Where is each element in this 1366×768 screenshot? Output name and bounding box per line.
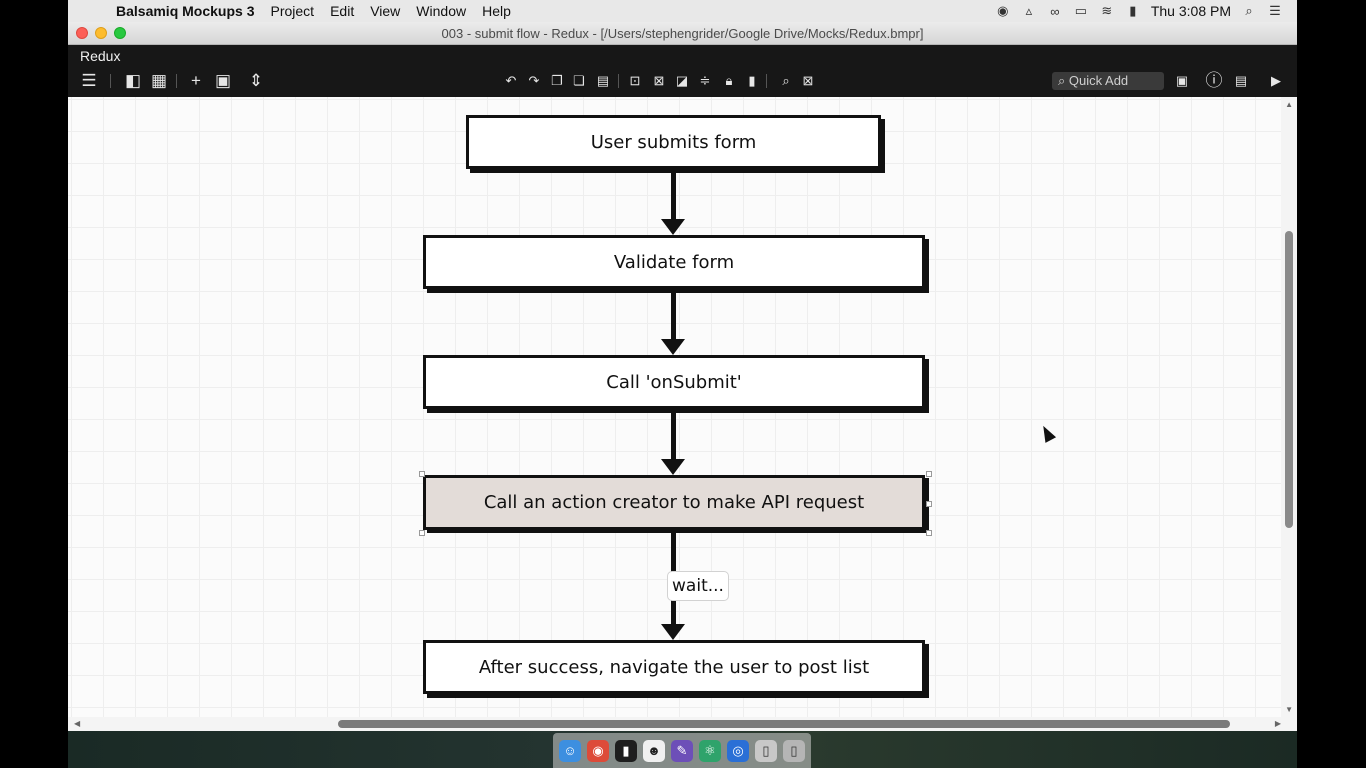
group-icon[interactable]: ⊡ [629,73,641,88]
menu-help[interactable]: Help [482,3,511,19]
flow-step-label: After success, navigate the user to post… [478,656,870,678]
flow-step-1[interactable]: User submits form [466,115,881,169]
wifi-icon[interactable]: ≋ [1101,3,1113,18]
scroll-right-icon[interactable]: ▶ [1274,719,1281,728]
arrow-down-icon [661,219,685,235]
toolbar-divider [176,74,177,88]
battery-icon[interactable]: ▮ [1129,3,1137,18]
grid-view-icon[interactable]: ▦ [150,71,168,90]
flow-step-label: User submits form [590,131,757,153]
window-title: 003 - submit flow - Redux - [/Users/step… [441,25,924,41]
airplay-icon[interactable]: ▭ [1074,3,1087,18]
selection-handle[interactable] [926,471,932,477]
menu-extras: ◉ ▵ ∞ ▭ ≋ ▮ Thu 3:08 PM ⌕ ☰ [995,3,1297,19]
bring-front-icon[interactable]: ◪ [675,73,689,88]
drive-icon[interactable]: ▵ [1025,3,1033,18]
browser-icon[interactable]: ◎ [727,739,749,762]
sort-arrows-icon[interactable]: ⇕ [248,71,264,90]
finder-icon[interactable]: ☺ [559,739,581,762]
wait-label[interactable]: wait... [667,571,729,601]
selection-handle[interactable] [926,530,932,536]
terminal-icon[interactable]: ▮ [615,739,637,762]
menu-clock[interactable]: Thu 3:08 PM [1150,3,1231,19]
mouse-cursor-icon [1037,423,1057,443]
duplicate-icon[interactable]: ▣ [214,71,232,90]
menu-bar: Balsamiq Mockups 3 Project Edit View Win… [68,0,1297,22]
selection-handle[interactable] [419,530,425,536]
search-icon: ⌕ [1058,73,1069,88]
paste-icon[interactable]: ❏ [573,73,585,88]
window-title-bar: 003 - submit flow - Redux - [/Users/step… [68,22,1297,45]
flow-step-label: Call an action creator to make API reque… [483,492,865,513]
flow-arrow-line [671,292,676,342]
mockup-canvas[interactable]: User submits form Validate form Call 'on… [68,97,1297,717]
flow-step-5[interactable]: After success, navigate the user to post… [423,640,925,694]
project-title: Redux [80,48,121,64]
toolbar-divider [766,74,767,88]
clipboard-icon[interactable]: ▯ [755,739,777,762]
flow-step-label: Validate form [613,251,735,273]
panel-toggle-icon[interactable]: ◧ [124,71,142,90]
menu-view[interactable]: View [370,3,401,19]
flow-step-label: Call 'onSubmit' [606,371,742,393]
hamburger-menu-icon[interactable]: ☰ [81,71,97,90]
menu-window[interactable]: Window [416,3,467,19]
clipboard-icon[interactable]: ▤ [596,73,610,88]
record-icon[interactable]: ◉ [997,3,1009,18]
chrome-icon[interactable]: ◉ [587,739,609,762]
vertical-scroll-thumb[interactable] [1285,231,1293,528]
lock-icon[interactable]: 🔒︎ [725,73,733,88]
scroll-up-icon[interactable]: ▲ [1285,100,1293,109]
window-close-button[interactable] [76,27,88,39]
flow-arrow-line [671,412,676,462]
delete-icon[interactable]: ▮ [748,73,756,88]
pen-icon[interactable]: ✎ [671,739,693,762]
app-toolbar: Redux ☰ ◧ ▦ + ▣ ⇕ ↶ ↷ ❐ ❏ ▤ ⊡ ⊠ ◪ ≑ 🔒︎ ▮… [68,45,1297,97]
contact-card-icon[interactable]: ▣ [1175,73,1189,88]
selection-handle[interactable] [926,501,932,507]
menu-project[interactable]: Project [270,3,315,19]
flow-step-2[interactable]: Validate form [423,235,925,289]
fit-icon[interactable]: ⊠ [802,73,814,88]
zoom-icon[interactable]: ⌕ [782,73,790,88]
flow-step-3[interactable]: Call 'onSubmit' [423,355,925,409]
undo-icon[interactable]: ↶ [505,73,517,88]
presentation-play-icon[interactable]: ▶ [1271,73,1281,88]
arrow-down-icon [661,624,685,640]
info-icon[interactable]: ⓘ [1205,71,1223,90]
redo-icon[interactable]: ↷ [528,73,540,88]
toolbar-divider [110,74,111,88]
horizontal-scrollbar[interactable]: ◀ ▶ [68,717,1297,731]
dock: ☺ ◉ ▮ ☻ ✎ ⚛ ◎ ▯ ▯ [553,733,811,768]
app-name-menu[interactable]: Balsamiq Mockups 3 [116,3,255,19]
arrow-down-icon [661,459,685,475]
glasses-icon[interactable]: ∞ [1050,3,1060,19]
emoji-icon[interactable]: ☻ [643,739,665,762]
window-minimize-button[interactable] [95,27,107,39]
horizontal-scroll-thumb[interactable] [338,720,1230,728]
flow-arrow-line [671,172,676,222]
window-maximize-button[interactable] [114,27,126,39]
ungroup-icon[interactable]: ⊠ [653,73,665,88]
copy-icon[interactable]: ❐ [551,73,563,88]
quick-add-input[interactable]: ⌕ Quick Add [1052,72,1164,90]
spotlight-search-icon[interactable]: ⌕ [1245,3,1253,18]
arrow-down-icon [661,339,685,355]
toolbar-divider [618,74,619,88]
notes-icon[interactable]: ▤ [1234,73,1248,88]
trash-icon[interactable]: ▯ [783,739,805,762]
selection-handle[interactable] [419,471,425,477]
vertical-scrollbar[interactable]: ▲ ▼ [1281,97,1297,717]
align-icon[interactable]: ≑ [699,73,711,88]
menu-edit[interactable]: Edit [330,3,355,19]
atom-icon[interactable]: ⚛ [699,739,721,762]
quick-add-placeholder: Quick Add [1068,73,1129,88]
notification-center-icon[interactable]: ☰ [1269,3,1281,18]
flow-step-4[interactable]: Call an action creator to make API reque… [423,475,925,530]
scroll-down-icon[interactable]: ▼ [1285,705,1293,714]
scroll-left-icon[interactable]: ◀ [74,719,81,728]
add-icon[interactable]: + [191,71,201,90]
